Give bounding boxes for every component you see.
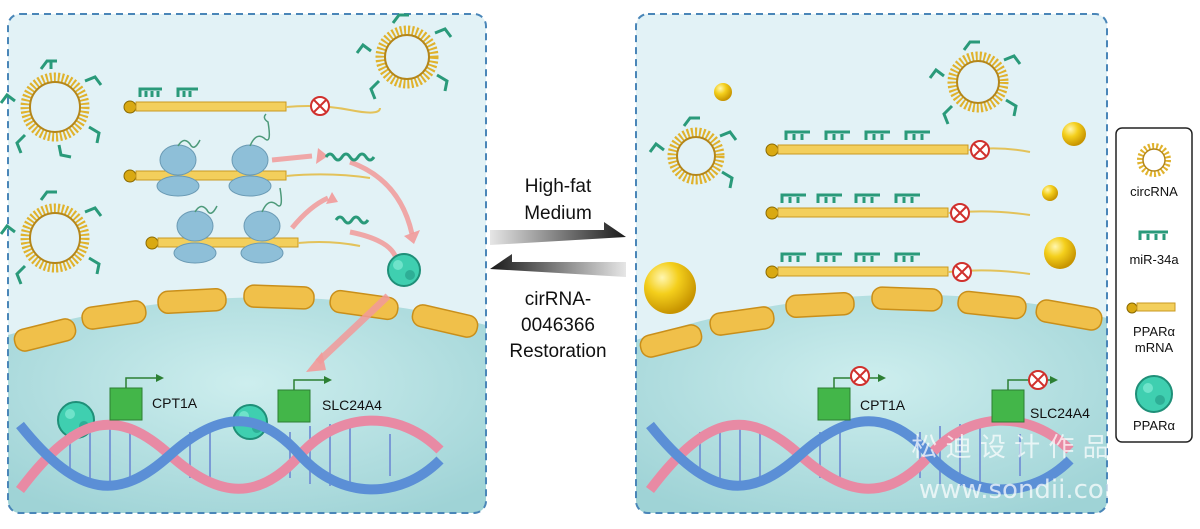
watermark-line1: 松 迪 设 计 作 品 xyxy=(911,433,1108,463)
reverse-arrow xyxy=(490,254,626,277)
gene-box-cpt1a xyxy=(109,374,164,421)
right-nuclear-membrane xyxy=(639,286,1103,358)
left-panel-border xyxy=(7,13,487,514)
circrna-icon xyxy=(0,59,103,159)
protein-icon xyxy=(387,253,421,287)
legend-circrna-label: circRNA xyxy=(1130,184,1178,199)
circrna-icon xyxy=(648,116,738,189)
forward-label-line1: High-fat xyxy=(525,176,592,197)
legend-mirna-label: miR-34a xyxy=(1129,252,1179,267)
legend-protein-label: PPARα xyxy=(1133,418,1175,433)
gene-label-cpt1a: CPT1A xyxy=(152,395,198,411)
gene-label-cpt1a-right: CPT1A xyxy=(860,397,906,413)
circrna-icon xyxy=(1137,143,1171,177)
gene-box-cpt1a-right xyxy=(817,366,886,421)
mrna-strand-r1 xyxy=(765,130,1031,160)
ribosome xyxy=(156,144,272,197)
circrna-icon xyxy=(0,190,103,285)
reverse-label-line2: 0046366 xyxy=(521,315,595,336)
protein-icon xyxy=(57,401,95,439)
gene-label-slc24a4-right: SLC24A4 xyxy=(1030,405,1090,421)
watermark-line2: www.sondii.com xyxy=(919,475,1129,505)
ribosome xyxy=(173,210,284,264)
right-panel-border xyxy=(635,13,1108,514)
legend-mrna-label-2: mRNA xyxy=(1135,340,1174,355)
mrna-strand-r3 xyxy=(765,252,1031,282)
gene-box-slc24a4-right xyxy=(991,370,1058,423)
mrna-strand-2 xyxy=(123,113,371,197)
dna-helix xyxy=(16,415,444,495)
circrna-icon xyxy=(355,13,453,100)
circrna-icon xyxy=(928,40,1022,125)
protein-helix xyxy=(324,152,376,225)
mrna-icon xyxy=(1126,302,1176,314)
translation-arrows xyxy=(271,153,415,365)
mrna-strand-1 xyxy=(123,87,381,116)
mrna-strand-3 xyxy=(145,187,361,264)
mirna-icon xyxy=(1138,230,1168,240)
protein-icon xyxy=(1135,375,1173,413)
legend-mrna-label-1: PPARα xyxy=(1133,324,1175,339)
gene-label-slc24a4: SLC24A4 xyxy=(322,397,382,413)
legend: circRNA miR-34a PPARα mRNA PPARα xyxy=(1115,127,1193,443)
reverse-label-line3: Restoration xyxy=(509,341,606,362)
gene-box-slc24a4 xyxy=(277,376,332,423)
mrna-strand-r2 xyxy=(765,193,1031,223)
lipid-droplets xyxy=(644,83,1086,314)
forward-label-line2: Medium xyxy=(524,203,592,224)
forward-arrow xyxy=(490,222,626,245)
right-panel xyxy=(636,14,1107,513)
reverse-label-line1: cirRNA- xyxy=(525,289,592,310)
